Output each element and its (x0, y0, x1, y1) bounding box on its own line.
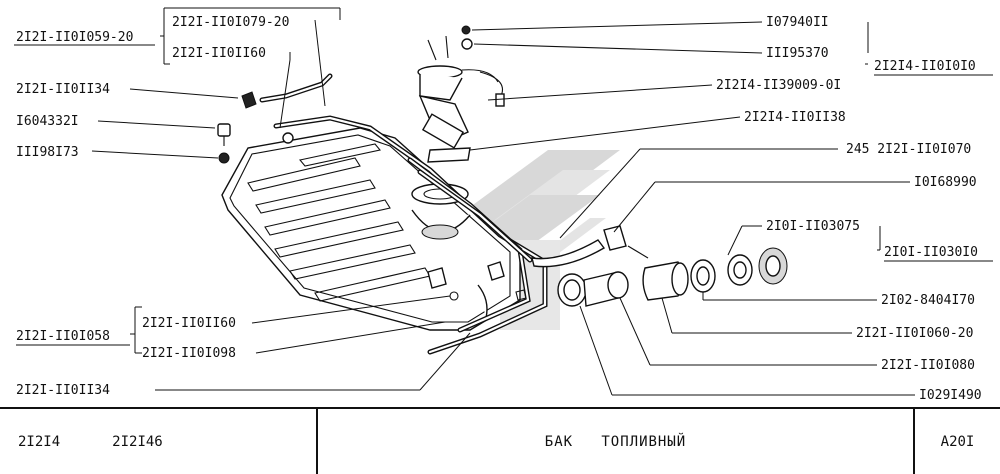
label-2121-1101134-bot: 2I2I-II0II34 (16, 383, 110, 398)
label-2121-1101134-top: 2I2I-II0II34 (16, 82, 110, 97)
label-2124-1101010: 2I2I4-II0I0I0 (874, 59, 976, 74)
label-1119873: III98I73 (16, 145, 79, 160)
label-1604332: I604332I (16, 114, 79, 129)
label-2121-1101079-20: 2I2I-II0I079-20 (172, 15, 289, 30)
label-2121-1101160-bot: 2I2I-II0II60 (142, 316, 236, 331)
fuel-lines (259, 73, 548, 355)
label-2121-1101098: 2I2I-II0I098 (142, 346, 236, 361)
label-2121-1101080: 2I2I-II0I080 (881, 358, 975, 373)
label-2124-1101138: 2I2I4-II0II38 (744, 110, 846, 125)
label-1016899: I0I68990 (914, 175, 977, 190)
label-107940: I07940II (766, 15, 829, 30)
leader-lines (14, 7, 993, 396)
label-2102-8404170: 2I02-8404I70 (881, 293, 975, 308)
label-2121-1101058: 2I2I-II0I058 (16, 329, 110, 344)
label-2101-1103010: 2I0I-II030I0 (884, 245, 978, 260)
label-2121-1101059-20: 2I2I-II0I059-20 (16, 30, 133, 45)
footer-code-text: A20I (940, 433, 975, 450)
label-1195370: III95370 (766, 46, 829, 61)
fuel-pump-module (417, 25, 505, 163)
footer-models: 2I2I4 2I2I46 (0, 407, 318, 474)
filler-neck-assembly (531, 225, 788, 307)
label-1029149: I029I490 (919, 388, 982, 403)
left-fasteners (217, 91, 294, 164)
footer-title-text: БАК ТОПЛИВНЫЙ (544, 433, 687, 450)
footer-model-b: 2I2I46 (112, 433, 163, 450)
footer-code: A20I (915, 407, 1000, 474)
part-labels: 2I2I-II0I059-20 2I2I-II0I079-20 2I2I-II0… (16, 15, 982, 403)
footer-model-a: 2I2I4 (18, 433, 61, 450)
fuel-tank-diagram: 2I2I-II0I059-20 2I2I-II0I079-20 2I2I-II0… (14, 7, 993, 403)
footer-title: БАК ТОПЛИВНЫЙ (318, 407, 915, 474)
label-2101-1103075: 2I0I-II03075 (766, 219, 860, 234)
fuel-tank (221, 127, 527, 331)
label-245-2121-1101070: 245 2I2I-II0I070 (846, 142, 971, 157)
label-2124-1139009: 2I2I4-II39009-0I (716, 78, 841, 93)
label-2121-1101160-top: 2I2I-II0II60 (172, 46, 266, 61)
label-2121-1101060-20: 2I2I-II0I060-20 (856, 326, 973, 341)
